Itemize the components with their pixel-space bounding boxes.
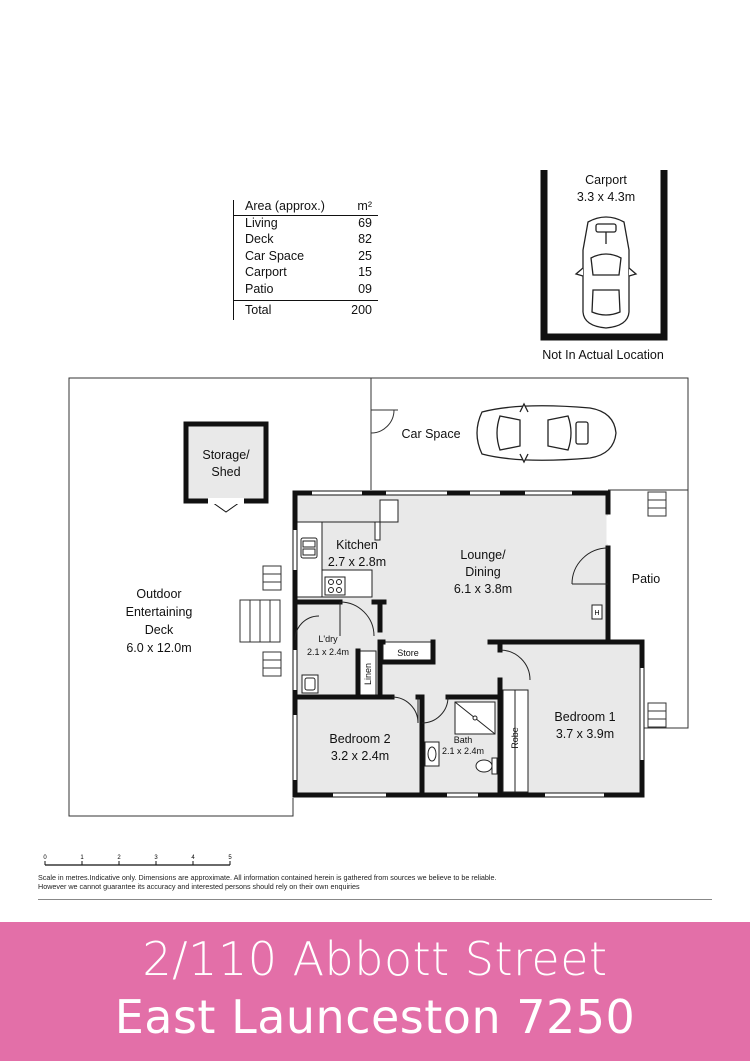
storage-shed: Storage/ Shed xyxy=(183,421,269,513)
hws-label: H xyxy=(594,610,599,617)
carport-dims: 3.3 x 4.3m xyxy=(577,190,635,204)
car-space-label: Car Space xyxy=(401,427,460,441)
row-label: Living xyxy=(245,215,278,230)
area-table: Area (approx.) m² Living 69 Deck 82 Car … xyxy=(233,198,378,320)
row-label: Car Space xyxy=(245,248,305,263)
table-row: Patio 09 xyxy=(233,281,378,298)
header-label: Area (approx.) xyxy=(245,199,325,213)
row-label: Carport xyxy=(245,265,287,279)
bath-label: Bath xyxy=(454,735,473,745)
total-value: 200 xyxy=(351,303,372,317)
carport-title: Carport xyxy=(585,173,627,187)
laundry-label: L'dry xyxy=(318,634,338,644)
table-row: Living 69 xyxy=(233,215,378,232)
address-banner xyxy=(0,922,750,1061)
row-value: 09 xyxy=(358,281,372,296)
row-label: Patio xyxy=(245,281,274,296)
kitchen-dims: 2.7 x 2.8m xyxy=(328,555,386,569)
deck-label: Outdoor xyxy=(136,587,181,601)
header-rule xyxy=(233,215,378,216)
scale-bar: 0 1 2 3 4 5 xyxy=(43,855,232,866)
scale-tick-label: 3 xyxy=(154,855,158,861)
robe-label: Robe xyxy=(510,727,520,749)
table-row: Car Space 25 xyxy=(233,248,378,265)
floor-plan: Carport 3.3 x 4.3m Not In Actual Locatio… xyxy=(38,170,712,900)
carport-note: Not In Actual Location xyxy=(542,348,664,362)
table-row: Carport 15 xyxy=(233,264,378,281)
row-value: 25 xyxy=(358,248,372,263)
house-floor xyxy=(295,493,642,795)
disclaimer: Scale in metres.Indicative only. Dimensi… xyxy=(38,873,497,891)
bedroom1-dims: 3.7 x 3.9m xyxy=(556,727,614,741)
table-total-row: Total 200 xyxy=(233,302,378,319)
deck-label-3: Deck xyxy=(145,623,174,637)
carport: Carport 3.3 x 4.3m Not In Actual Locatio… xyxy=(540,170,668,362)
car-space-car-icon xyxy=(476,402,617,464)
table-header: Area (approx.) m² xyxy=(233,198,378,215)
car-icon xyxy=(574,216,638,329)
lounge-dims: 6.1 x 3.8m xyxy=(454,582,512,596)
row-value: 82 xyxy=(358,232,372,246)
kitchen-label: Kitchen xyxy=(336,538,378,552)
address-line-2: East Launceston 7250 xyxy=(114,990,636,1044)
row-label: Deck xyxy=(245,232,274,246)
bedroom2-label: Bedroom 2 xyxy=(329,732,390,746)
bath-dims: 2.1 x 2.4m xyxy=(442,746,484,756)
site-outline xyxy=(68,377,689,817)
lounge-label-2: Dining xyxy=(465,565,500,579)
total-rule xyxy=(233,300,378,301)
interior-fixtures xyxy=(296,499,603,793)
steps xyxy=(239,491,667,728)
lounge-label: Lounge/ xyxy=(460,548,506,562)
windows xyxy=(293,491,644,797)
total-label: Total xyxy=(245,303,272,317)
bedroom2-dims: 3.2 x 2.4m xyxy=(331,749,389,763)
door-swings xyxy=(294,547,609,724)
deck-label-2: Entertaining xyxy=(126,605,193,619)
bedroom1-label: Bedroom 1 xyxy=(554,710,615,724)
scale-tick-label: 0 xyxy=(43,855,47,861)
scale-tick-label: 4 xyxy=(191,855,195,861)
row-value: 69 xyxy=(358,215,372,230)
address-line-1: 2/110 Abbott Street xyxy=(142,932,608,986)
patio-label: Patio xyxy=(632,572,661,586)
table-divider xyxy=(233,200,235,320)
storage-label-2: Shed xyxy=(211,465,240,479)
row-value: 15 xyxy=(358,265,372,279)
laundry-dims: 2.1 x 2.4m xyxy=(307,647,349,657)
store-label: Store xyxy=(397,648,419,658)
scale-tick-label: 2 xyxy=(117,855,121,861)
header-unit: m² xyxy=(357,199,372,213)
deck-dims: 6.0 x 12.0m xyxy=(126,641,191,655)
scale-tick-label: 5 xyxy=(228,855,232,861)
scale-tick-label: 1 xyxy=(80,855,84,861)
table-row: Deck 82 xyxy=(233,231,378,248)
storage-label: Storage/ xyxy=(202,448,250,462)
linen-label: Linen xyxy=(363,663,373,685)
